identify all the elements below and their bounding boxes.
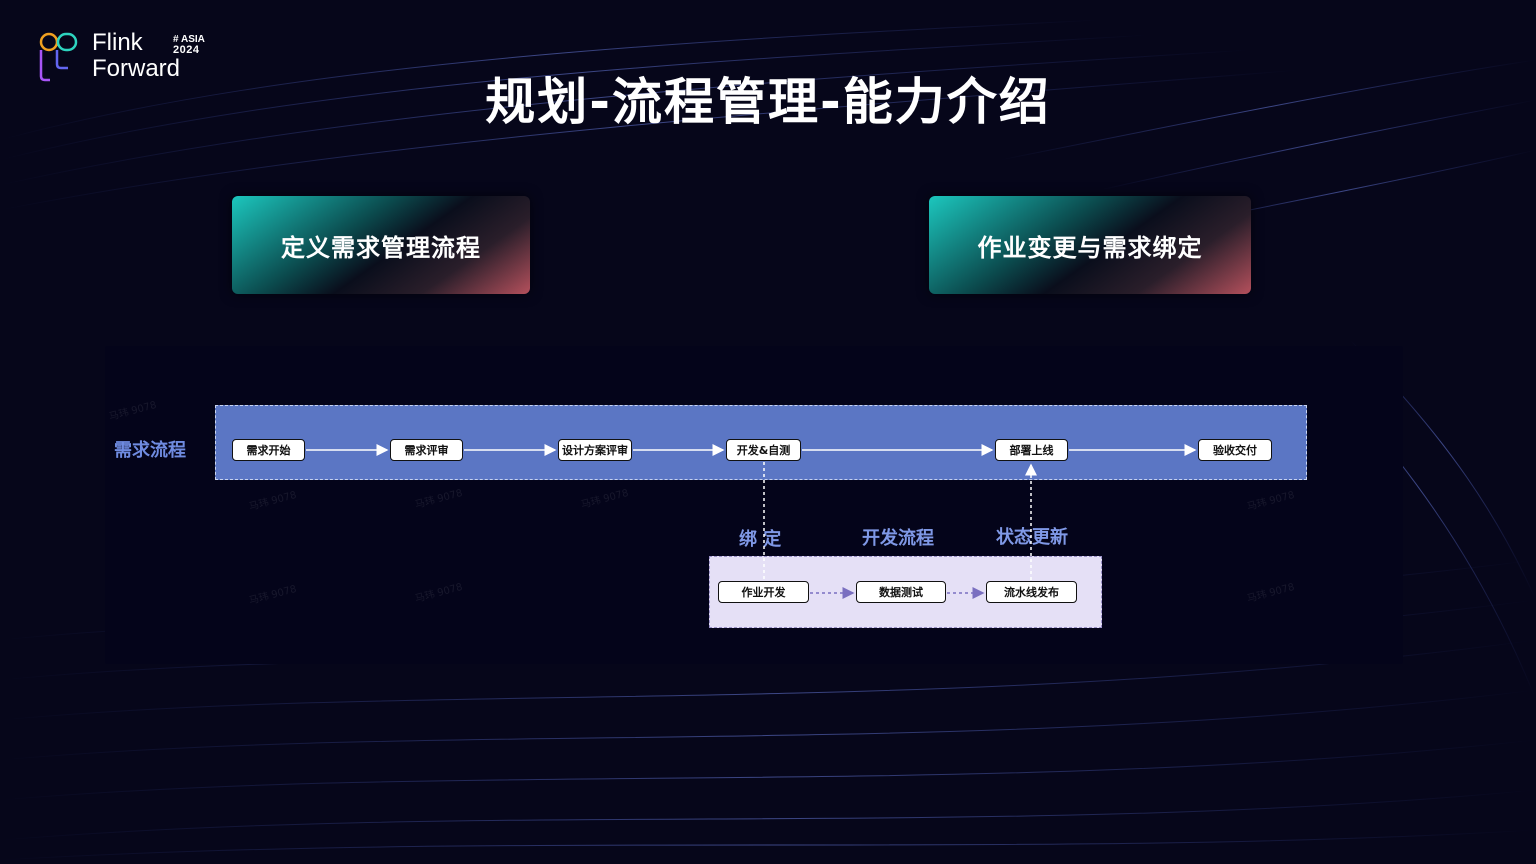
label-dev-flow: 开发流程 — [862, 528, 934, 549]
node-acceptance: 验收交付 — [1198, 439, 1272, 461]
label-bind: 绑 定 — [739, 529, 782, 550]
node-deploy: 部署上线 — [995, 439, 1068, 461]
label-status-update: 状态更新 — [996, 527, 1068, 548]
logo-wordmark: Flink Forward — [92, 30, 180, 82]
node-design-review: 设计方案评审 — [558, 439, 632, 461]
logo-line-1: Flink — [92, 29, 143, 56]
card-bind-requirement: 作业变更与需求绑定 — [929, 196, 1251, 294]
page-title: 规划-流程管理-能力介绍 — [485, 73, 1051, 131]
node-pipeline-release: 流水线发布 — [986, 581, 1077, 603]
node-data-test: 数据测试 — [856, 581, 946, 603]
node-req-review: 需求评审 — [390, 439, 463, 461]
logo-badge-year: 2024 — [173, 44, 200, 56]
logo-line-2: Forward — [92, 55, 181, 82]
node-dev-selftest: 开发&自测 — [726, 439, 801, 461]
flink-logo-icon — [39, 32, 78, 82]
flink-forward-logo: Flink Forward # ASIA 2024 — [38, 30, 218, 86]
node-job-dev: 作业开发 — [718, 581, 809, 603]
lane-label-requirement: 需求流程 — [114, 440, 186, 461]
logo-badge-top: # ASIA — [173, 34, 205, 45]
card-define-process: 定义需求管理流程 — [232, 196, 530, 294]
logo-badge: # ASIA 2024 — [173, 34, 205, 56]
node-req-start: 需求开始 — [232, 439, 305, 461]
